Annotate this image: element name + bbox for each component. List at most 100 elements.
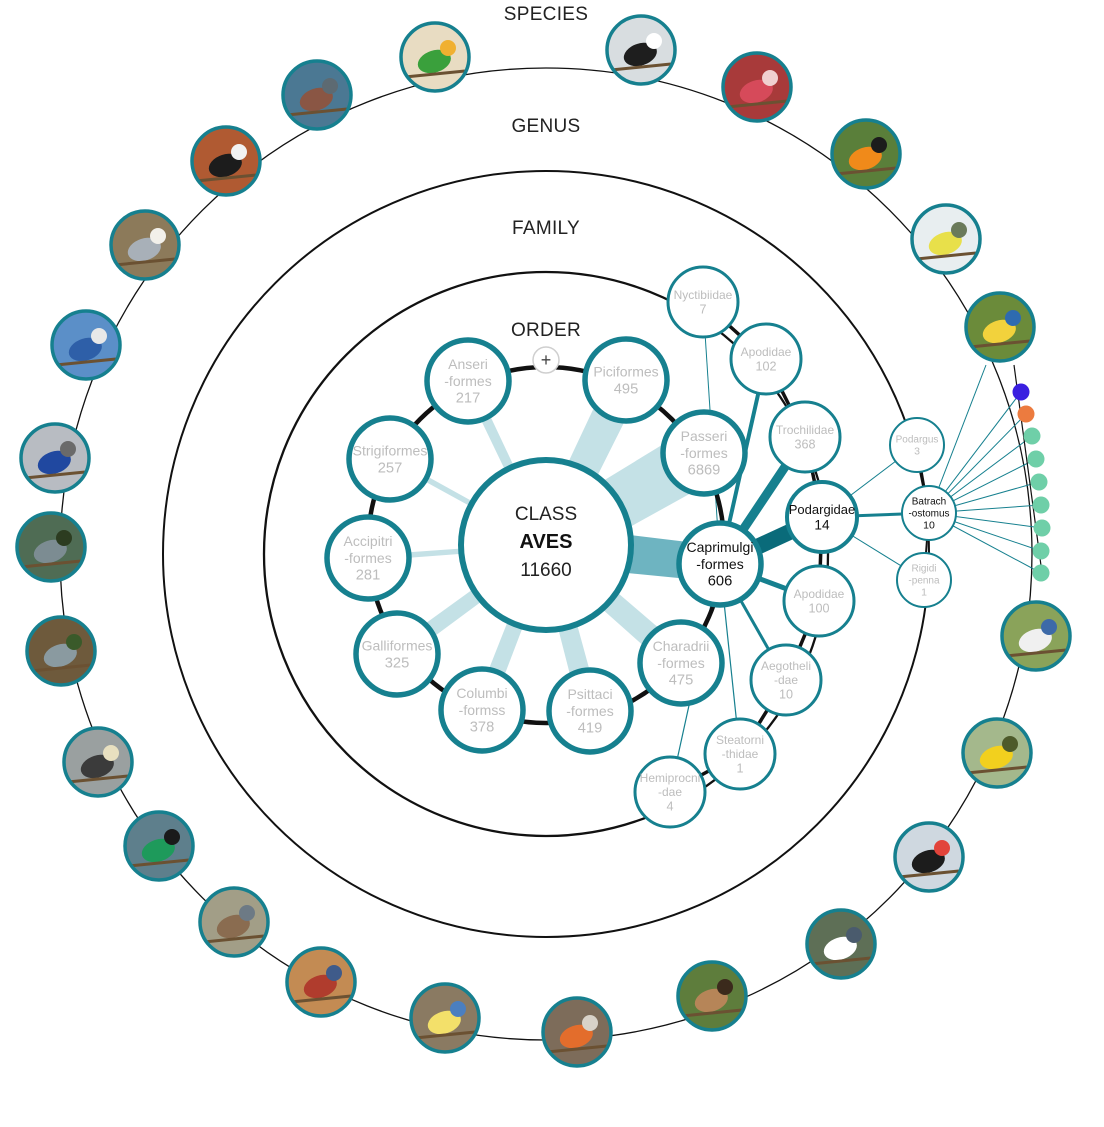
- bird-head-shape: [150, 228, 166, 244]
- species-dot[interactable]: [1032, 564, 1050, 582]
- yellow-warbler-photo[interactable]: [961, 717, 1033, 789]
- family-node-steatornithidae-count: 1: [736, 762, 743, 776]
- add-button[interactable]: +: [532, 346, 560, 374]
- class-node[interactable]: CLASS AVES 11660: [458, 457, 634, 633]
- order-node-passeriformes-count: 6869: [688, 463, 721, 479]
- bird-body-shape: [982, 319, 1016, 344]
- robin-photo[interactable]: [541, 996, 613, 1068]
- species-dot[interactable]: [1030, 473, 1048, 491]
- rosefinch-photo[interactable]: [721, 51, 793, 123]
- class-count: 11660: [520, 560, 571, 581]
- blue-jay-photo[interactable]: [50, 309, 122, 381]
- yellow-throat-photo-frame: [910, 203, 982, 275]
- bird-head-shape: [582, 1015, 598, 1031]
- warbler-photo[interactable]: [62, 726, 134, 798]
- species-dot[interactable]: [1032, 496, 1050, 514]
- species-dot[interactable]: [1027, 450, 1045, 468]
- frigatebird-photo[interactable]: [893, 821, 965, 893]
- branch-shape: [24, 470, 86, 480]
- oriole-photo[interactable]: [830, 118, 902, 190]
- genus-node-batrachostomus-count: 10: [923, 520, 935, 532]
- branch-shape: [810, 956, 872, 966]
- sparrow-photo-frame: [676, 960, 748, 1032]
- red-waxbill-photo[interactable]: [285, 946, 357, 1018]
- branch-shape: [414, 1030, 476, 1040]
- species-dot[interactable]: [1033, 519, 1051, 537]
- order-node-passeriformes-label: -formes: [680, 445, 727, 461]
- order-node-charadriiformes-count: 475: [669, 673, 694, 689]
- branch-shape: [203, 934, 265, 944]
- yellow-throat-photo[interactable]: [910, 203, 982, 275]
- order-node-psittaciformes-label: Psittaci: [567, 686, 612, 702]
- bird-head-shape: [717, 979, 733, 995]
- bluish-bird-photo[interactable]: [1000, 600, 1072, 672]
- nuthatch-photo[interactable]: [805, 908, 877, 980]
- order-node-piciformes-label: Piciformes: [593, 364, 658, 380]
- family-node-aegothelidae-circle: [749, 643, 823, 717]
- order-node-caprimulgiformes-label: Caprimulgi: [687, 539, 754, 555]
- frigatebird-photo-image: [896, 824, 962, 890]
- species-dot[interactable]: [1032, 542, 1050, 560]
- order-node-charadriiformes-circle: [637, 619, 725, 707]
- green-bird-photo[interactable]: [123, 810, 195, 882]
- branch-shape: [915, 251, 977, 261]
- passenger-pigeon-photo[interactable]: [281, 59, 353, 131]
- blue-jay-photo-frame: [50, 309, 122, 381]
- heron-2-photo[interactable]: [15, 511, 87, 583]
- passenger-pigeon-photo-frame: [281, 59, 353, 131]
- fairywren-photo[interactable]: [19, 422, 91, 494]
- red-waxbill-photo-image: [288, 949, 354, 1015]
- class-label: CLASS: [515, 504, 577, 525]
- order-node-passeriformes-label: Passeri: [681, 428, 728, 444]
- bird-body-shape: [739, 79, 773, 104]
- bluish-bird-photo-frame: [1000, 600, 1072, 672]
- genus-node-podargus-count: 3: [914, 446, 920, 458]
- red-waxbill-photo-frame: [285, 946, 357, 1018]
- order-node-charadriiformes-label: -formes: [657, 655, 704, 671]
- eider-duck-photo[interactable]: [605, 14, 677, 86]
- bird-head-shape: [231, 144, 247, 160]
- bird-body-shape: [68, 337, 102, 362]
- great-auk-photo[interactable]: [190, 125, 262, 197]
- order-node-anseriformes-count: 217: [456, 391, 481, 407]
- carolina-parakeet-photo[interactable]: [399, 21, 471, 93]
- bird-body-shape: [1018, 628, 1052, 653]
- heron-1-photo[interactable]: [25, 615, 97, 687]
- order-node-anseriformes-label: Anseri: [448, 356, 488, 372]
- gnatcatcher-photo-image: [112, 212, 178, 278]
- blue-tit-2-photo[interactable]: [409, 982, 481, 1054]
- bunting-photo[interactable]: [198, 886, 270, 958]
- bird-body-shape: [848, 146, 882, 171]
- species-dot[interactable]: [1023, 427, 1041, 445]
- passenger-pigeon-photo-image: [284, 62, 350, 128]
- species-dot[interactable]: [1012, 383, 1030, 401]
- blue-tit-bird-photo[interactable]: [964, 291, 1036, 363]
- order-node-passeriformes[interactable]: Passeri-formes 6869: [660, 409, 748, 497]
- order-node-accipitriformes-circle: [324, 514, 412, 602]
- bird-body-shape: [127, 237, 161, 262]
- gnatcatcher-photo[interactable]: [109, 209, 181, 281]
- species-dot[interactable]: [1017, 405, 1035, 423]
- sparrow-photo[interactable]: [676, 960, 748, 1032]
- family-node-apodidae-1-count: 102: [755, 359, 776, 373]
